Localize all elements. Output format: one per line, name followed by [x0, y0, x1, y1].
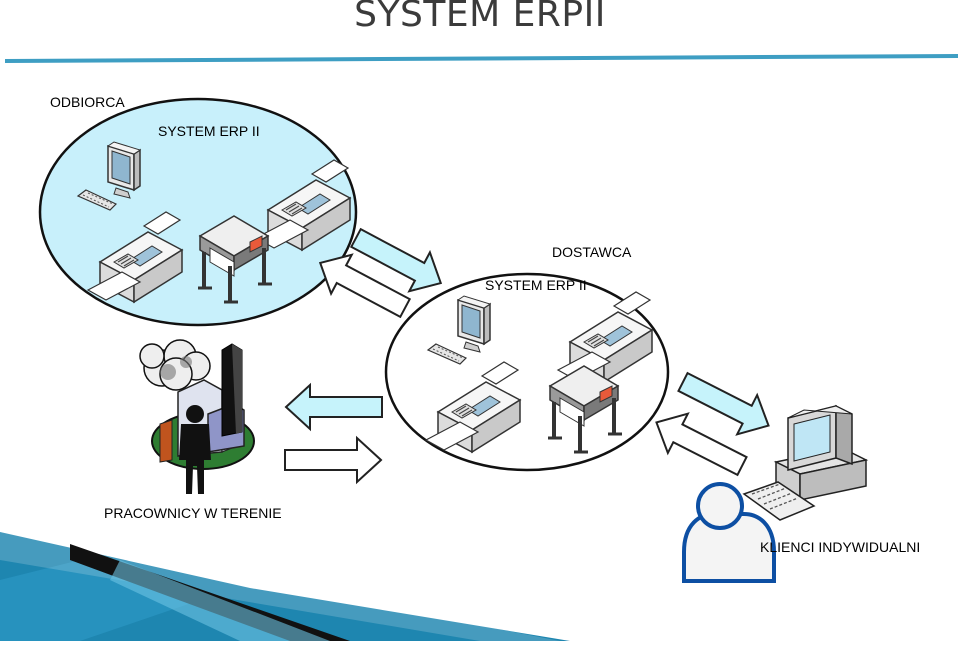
dostawca-system-label: SYSTEM ERP II — [485, 277, 587, 293]
client-computer-icon — [742, 404, 869, 521]
odbiorca-bubble — [38, 97, 358, 327]
dostawca-label: DOSTAWCA — [552, 244, 632, 260]
page-title: SYSTEM ERPII — [354, 0, 606, 35]
title-rule — [4, 54, 959, 63]
klienci-label: KLIENCI INDYWIDUALNI — [760, 539, 921, 555]
pracownicy-label: PRACOWNICY W TERENIE — [104, 505, 282, 521]
bottom-band — [0, 532, 570, 641]
arrow-pracownicy-to-dostawca — [284, 437, 382, 483]
odbiorca-label: ODBIORCA — [50, 94, 125, 110]
dostawca-bubble — [384, 272, 670, 472]
client-person-icon — [682, 482, 776, 583]
arrow-dostawca-to-pracownicy — [285, 384, 383, 430]
factory-worker-icon — [139, 339, 255, 494]
odbiorca-system-label: SYSTEM ERP II — [158, 123, 260, 139]
